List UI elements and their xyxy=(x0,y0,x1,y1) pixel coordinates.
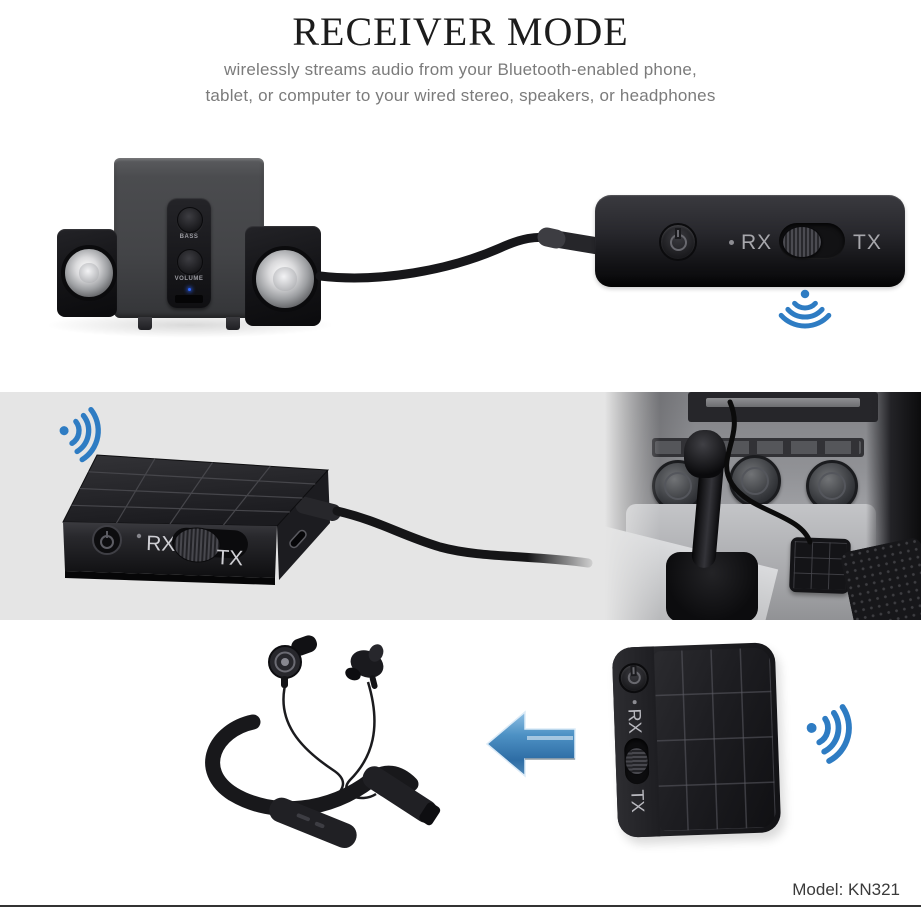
bass-knob-label: BASS xyxy=(179,234,199,240)
rx-tx-switch xyxy=(779,223,845,259)
tx-label: TX xyxy=(853,231,882,254)
aux-cable xyxy=(315,227,607,283)
car-radio xyxy=(688,392,878,422)
arrow-left-icon xyxy=(485,710,576,778)
rx-tx-switch xyxy=(623,737,650,785)
bass-knob xyxy=(177,207,203,233)
switch-knob xyxy=(173,527,221,563)
tx-label: TX xyxy=(627,789,649,813)
status-led xyxy=(136,533,142,539)
power-icon xyxy=(627,670,641,685)
status-led xyxy=(729,240,734,245)
battery-pod-right xyxy=(362,766,441,826)
wireless-signal-icon xyxy=(806,704,852,764)
subwoofer-control-panel: BASS VOLUME xyxy=(167,198,211,308)
right-earbud-wire xyxy=(345,681,377,800)
adapter-side-panel: RX TX xyxy=(611,646,661,838)
wireless-signal-icon xyxy=(778,289,832,329)
bt-adapter-upright: RX TX xyxy=(611,642,782,838)
subtitle-line-1: wirelessly streams audio from your Bluet… xyxy=(224,60,697,79)
battery-pod-left xyxy=(269,797,357,849)
headphone-port xyxy=(175,295,203,303)
rx-label: RX xyxy=(146,532,176,556)
volume-knob-label: VOLUME xyxy=(174,276,204,282)
power-icon xyxy=(669,234,687,251)
subwoofer: BASS VOLUME xyxy=(114,158,264,318)
footer-divider xyxy=(0,905,921,907)
subtitle-line-2: tablet, or computer to your wired stereo… xyxy=(205,86,716,105)
subwoofer-foot xyxy=(138,317,152,330)
rx-label: RX xyxy=(741,231,773,254)
right-face xyxy=(277,470,330,580)
bt-receiver-bar: RX TX xyxy=(595,195,905,287)
speaker-cone xyxy=(252,246,318,312)
tx-label: TX xyxy=(216,546,244,570)
lid-grid-lines xyxy=(71,458,316,526)
aux-jack-plug xyxy=(295,496,341,521)
device-lid xyxy=(62,454,330,527)
right-earbud xyxy=(345,644,384,689)
subwoofer-foot xyxy=(226,317,240,330)
speaker-cone xyxy=(61,245,117,301)
switch-knob xyxy=(782,226,822,258)
switch-knob xyxy=(624,746,650,776)
model-number: Model: KN321 xyxy=(792,880,900,899)
adapter-grid-face xyxy=(653,647,777,832)
page-title: RECEIVER MODE xyxy=(292,9,629,54)
photo-edge-fade xyxy=(600,392,660,620)
bottom-lip xyxy=(65,571,275,585)
bt-adapter-flat: RX TX xyxy=(62,454,593,585)
left-earbud xyxy=(268,635,317,688)
satellite-speaker-right xyxy=(245,226,321,326)
gear-shift-knob xyxy=(684,430,726,478)
rx-label: RX xyxy=(624,708,646,734)
aux-cable xyxy=(332,506,593,568)
left-earbud-wire xyxy=(282,677,345,798)
neckband-earphones xyxy=(205,635,441,849)
power-led xyxy=(188,288,191,291)
volume-knob xyxy=(177,249,203,275)
power-button xyxy=(659,223,697,261)
satellite-speaker-left xyxy=(57,229,117,317)
power-button xyxy=(618,662,650,694)
status-led xyxy=(632,700,637,705)
grid-pattern xyxy=(653,647,777,832)
power-button xyxy=(92,525,122,555)
wireless-signal-icon xyxy=(59,406,101,463)
car-aux-cable xyxy=(724,399,813,545)
usb-port xyxy=(289,529,307,549)
car-interior-photo xyxy=(600,392,921,620)
